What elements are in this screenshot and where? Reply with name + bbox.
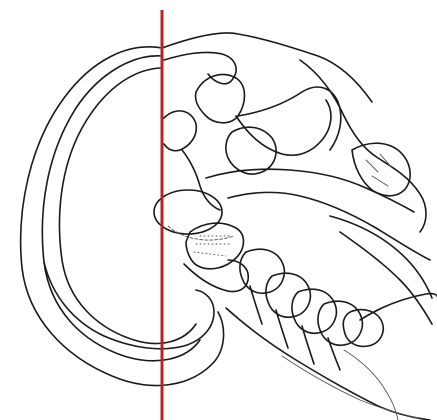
soft-tissue-line: [282, 356, 418, 418]
frontal-inner: [164, 52, 236, 83]
vertebra-c6: [318, 301, 362, 345]
vertebra-c4: [266, 273, 310, 317]
occipital-base: [44, 262, 214, 349]
hard-palate: [206, 169, 414, 212]
skull-outer-outline: [21, 47, 224, 386]
atlas-c1: [186, 223, 244, 269]
lower-jaw-base: [360, 294, 437, 320]
cranial-vault-inner: [42, 56, 200, 361]
spinous-processes: [250, 286, 340, 370]
maxilla-contour: [238, 87, 341, 150]
occipital-condyle: [154, 190, 222, 234]
atlas-speckle: [194, 236, 232, 256]
clivus-line: [182, 150, 220, 210]
orbit-outline: [195, 74, 244, 122]
upper-teeth: [352, 143, 410, 196]
sella-turcica: [164, 111, 196, 151]
throat-line: [344, 350, 398, 420]
axis-c2: [184, 260, 248, 292]
vertebra-c5: [292, 289, 336, 333]
vertebra-c7: [343, 310, 383, 347]
brain-cavity-contour: [59, 68, 196, 343]
mandible-outline: [330, 216, 432, 298]
posterior-neck-contour: [226, 308, 430, 420]
frontal-bone: [162, 33, 372, 102]
